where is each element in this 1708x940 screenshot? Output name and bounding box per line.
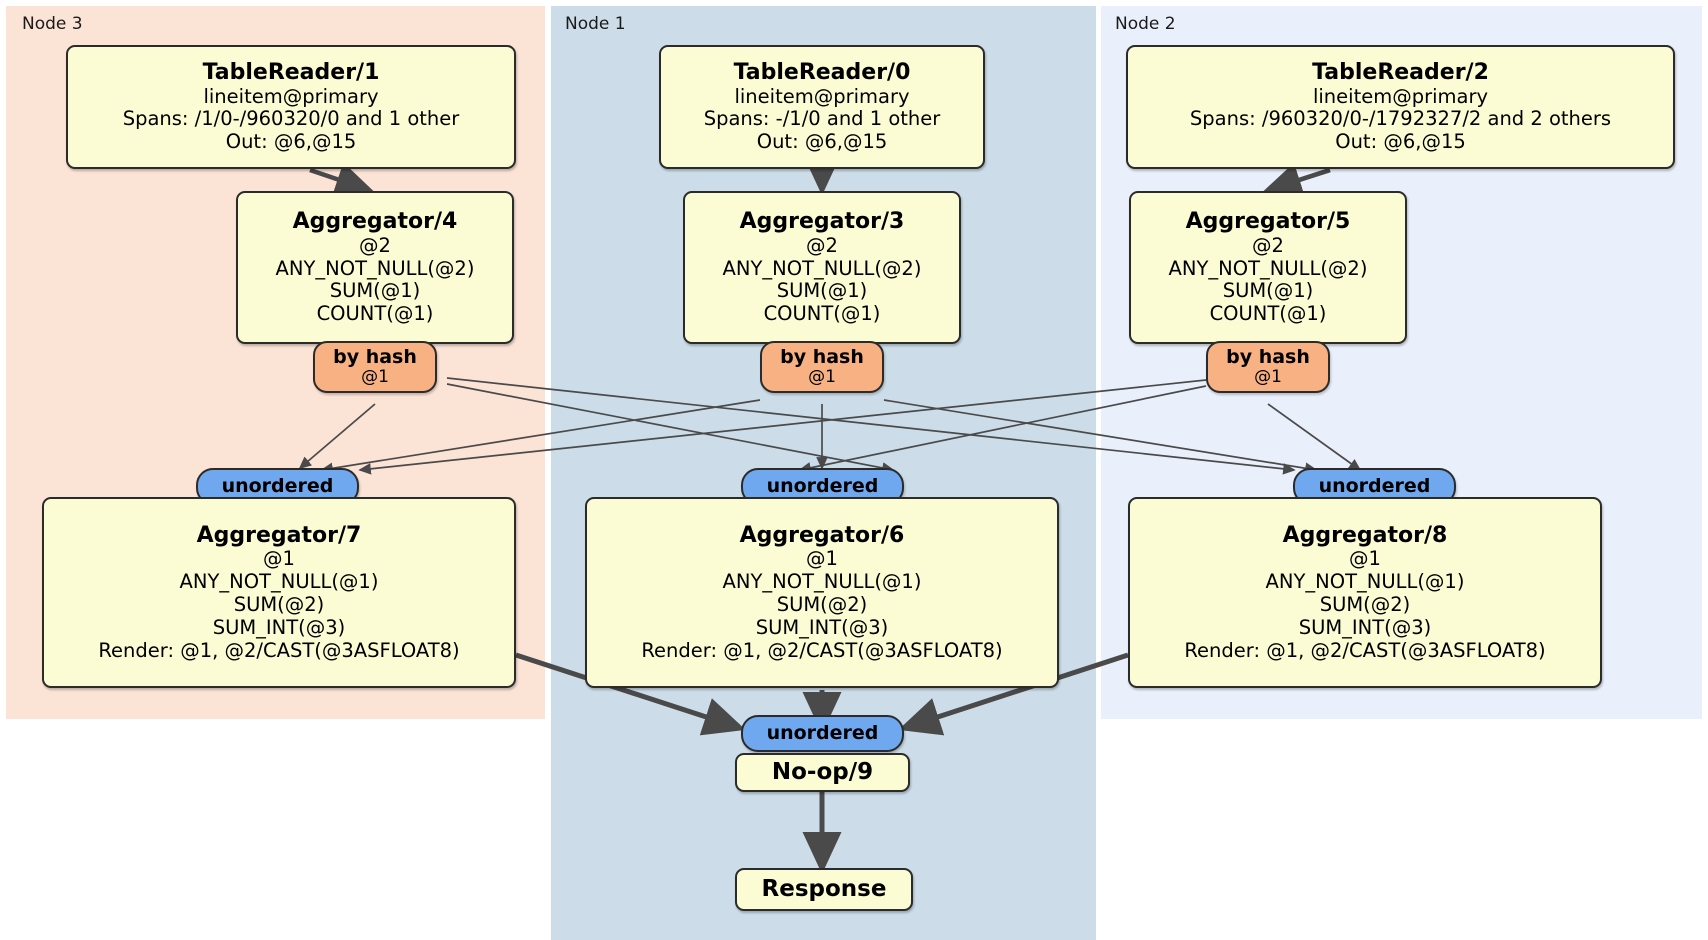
node-aggregator-7[interactable]: Aggregator/7 @1 ANY_NOT_NULL(@1) SUM(@2)… [42, 497, 516, 688]
node-line: ANY_NOT_NULL(@1) [722, 570, 922, 594]
node-line: ANY_NOT_NULL(@2) [722, 256, 922, 280]
router-by-hash-left[interactable]: by hash @1 [313, 341, 437, 393]
router-sublabel: @1 [1254, 366, 1282, 387]
node-line: SUM(@1) [776, 279, 868, 303]
node-title: Aggregator/5 [1185, 209, 1351, 234]
node-aggregator-8[interactable]: Aggregator/8 @1 ANY_NOT_NULL(@1) SUM(@2)… [1128, 497, 1602, 688]
node-line: Spans: /960320/0-/1792327/2 and 2 others [1189, 107, 1612, 131]
node-title: Response [761, 876, 887, 903]
node-line: Render: @1, @2/CAST(@3ASFLOAT8) [641, 638, 1003, 662]
node-line: Spans: /1/0-/960320/0 and 1 other [122, 107, 460, 131]
node-line: @1 [263, 547, 295, 571]
node-line: ANY_NOT_NULL(@1) [179, 570, 379, 594]
node-title: Aggregator/8 [1282, 522, 1448, 548]
node-line: ANY_NOT_NULL(@2) [1168, 256, 1368, 280]
node-line: ANY_NOT_NULL(@1) [1265, 570, 1465, 594]
node-line: SUM(@2) [233, 592, 325, 616]
node-aggregator-5[interactable]: Aggregator/5 @2 ANY_NOT_NULL(@2) SUM(@1)… [1129, 191, 1407, 344]
node-table-reader-2[interactable]: TableReader/2 lineitem@primary Spans: /9… [1126, 45, 1675, 169]
node-line: Out: @6,@15 [1335, 130, 1466, 154]
node-line: Render: @1, @2/CAST(@3ASFLOAT8) [1184, 638, 1546, 662]
node-title: No-op/9 [771, 759, 874, 786]
node-line: Out: @6,@15 [225, 130, 357, 154]
sync-label: unordered [766, 475, 879, 498]
node-line: Spans: -/1/0 and 1 other [703, 107, 941, 131]
node-line: COUNT(@1) [316, 302, 434, 326]
router-label: by hash [1226, 346, 1310, 369]
sync-label: unordered [766, 722, 879, 745]
panel-label-node-1: Node 1 [565, 14, 626, 34]
node-table-reader-1[interactable]: TableReader/1 lineitem@primary Spans: /1… [66, 45, 516, 169]
node-line: @2 [806, 233, 838, 257]
node-table-reader-0[interactable]: TableReader/0 lineitem@primary Spans: -/… [659, 45, 985, 169]
node-response[interactable]: Response [735, 868, 913, 911]
panel-label-node-2: Node 2 [1115, 14, 1176, 34]
node-line: COUNT(@1) [1209, 302, 1327, 326]
router-sublabel: @1 [808, 366, 836, 387]
node-line: SUM(@1) [1222, 279, 1314, 303]
node-line: Render: @1, @2/CAST(@3ASFLOAT8) [98, 638, 460, 662]
sync-label: unordered [221, 475, 334, 498]
sync-label: unordered [1318, 475, 1431, 498]
router-by-hash-center[interactable]: by hash @1 [760, 341, 884, 393]
node-line: SUM(@2) [776, 592, 868, 616]
node-line: Out: @6,@15 [756, 130, 888, 154]
sync-unordered-final[interactable]: unordered [741, 715, 904, 752]
node-title: Aggregator/6 [739, 522, 905, 548]
node-line: lineitem@primary [734, 84, 910, 108]
node-line: SUM_INT(@3) [1298, 615, 1432, 639]
node-title: TableReader/2 [1312, 59, 1489, 85]
node-title: Aggregator/7 [196, 522, 362, 548]
panel-label-node-3: Node 3 [22, 14, 83, 34]
node-no-op-9[interactable]: No-op/9 [735, 753, 910, 792]
node-title: TableReader/0 [733, 59, 911, 85]
node-line: SUM(@1) [329, 279, 421, 303]
router-sublabel: @1 [361, 366, 389, 387]
node-line: SUM_INT(@3) [212, 615, 346, 639]
router-label: by hash [333, 346, 417, 369]
node-line: ANY_NOT_NULL(@2) [275, 256, 475, 280]
node-line: @2 [359, 233, 391, 257]
node-aggregator-3[interactable]: Aggregator/3 @2 ANY_NOT_NULL(@2) SUM(@1)… [683, 191, 961, 344]
node-line: SUM(@2) [1319, 592, 1411, 616]
node-aggregator-4[interactable]: Aggregator/4 @2 ANY_NOT_NULL(@2) SUM(@1)… [236, 191, 514, 344]
node-title: Aggregator/3 [739, 209, 905, 234]
router-by-hash-right[interactable]: by hash @1 [1206, 341, 1330, 393]
node-line: lineitem@primary [203, 84, 379, 108]
node-line: SUM_INT(@3) [755, 615, 889, 639]
node-title: Aggregator/4 [292, 209, 458, 234]
node-title: TableReader/1 [202, 59, 380, 85]
node-line: @1 [806, 547, 838, 571]
node-line: @1 [1349, 547, 1381, 571]
node-aggregator-6[interactable]: Aggregator/6 @1 ANY_NOT_NULL(@1) SUM(@2)… [585, 497, 1059, 688]
node-line: @2 [1252, 233, 1284, 257]
router-label: by hash [780, 346, 864, 369]
node-line: COUNT(@1) [763, 302, 881, 326]
node-line: lineitem@primary [1312, 84, 1489, 108]
